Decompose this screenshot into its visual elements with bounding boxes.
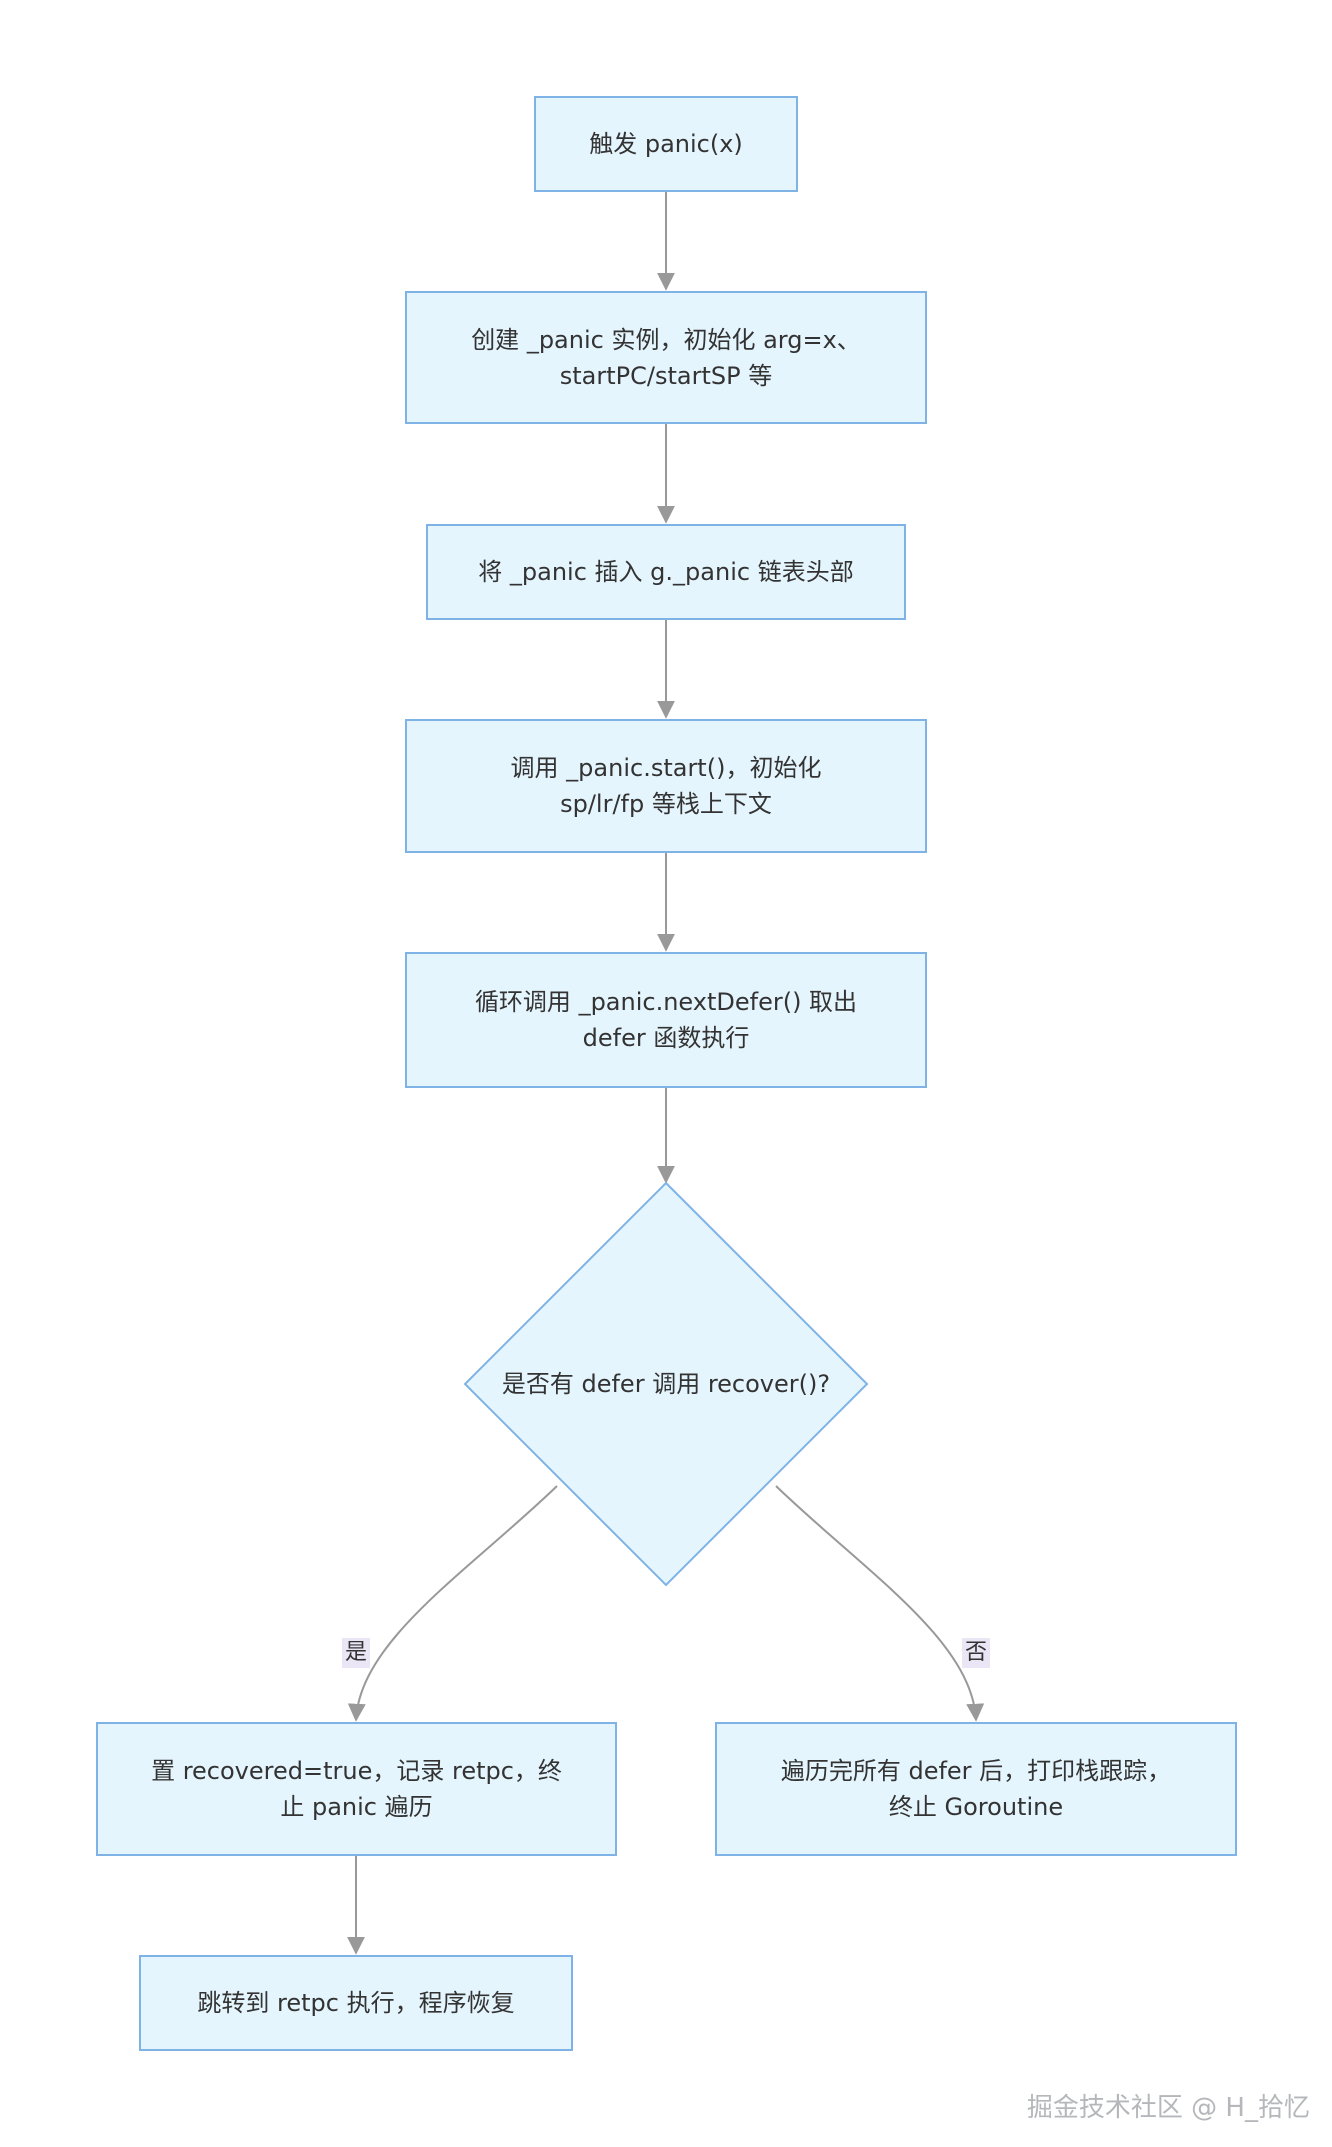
node-set-recovered-label: 置 recovered=true，记录 retpc，终 止 panic 遍历	[151, 1757, 562, 1821]
node-recover-decision-label: 是否有 defer 调用 recover()?	[501, 1370, 831, 1398]
node-trigger-panic-label: 触发 panic(x)	[589, 130, 743, 158]
edge-decision-crash	[775, 1485, 985, 1722]
edge-label-yes: 是	[341, 1638, 371, 1668]
node-jump-retpc-label: 跳转到 retpc 执行，程序恢复	[197, 1989, 515, 2017]
decision-diamond-shape	[463, 1181, 869, 1587]
node-loop-next-defer: 循环调用 _panic.nextDefer() 取出 defer 函数执行	[405, 952, 927, 1088]
edges	[347, 192, 985, 1955]
node-set-recovered: 置 recovered=true，记录 retpc，终 止 panic 遍历	[96, 1722, 617, 1856]
node-insert-panic-list: 将 _panic 插入 g._panic 链表头部	[426, 524, 906, 620]
edge-decision-recovered	[347, 1485, 558, 1722]
node-create-panic-instance: 创建 _panic 实例，初始化 arg=x、 startPC/startSP …	[405, 291, 927, 424]
node-recover-decision: 是否有 defer 调用 recover()?	[485, 1354, 847, 1414]
node-print-stack-terminate-label: 遍历完所有 defer 后，打印栈跟踪， 终止 Goroutine	[780, 1757, 1172, 1821]
node-create-panic-instance-label: 创建 _panic 实例，初始化 arg=x、 startPC/startSP …	[471, 325, 861, 390]
node-call-panic-start: 调用 _panic.start()，初始化 sp/lr/fp 等栈上下文	[405, 719, 927, 853]
watermark: 掘金技术社区 @ H_拾忆	[1026, 2093, 1310, 2123]
node-loop-next-defer-label: 循环调用 _panic.nextDefer() 取出 defer 函数执行	[474, 988, 858, 1052]
node-jump-retpc: 跳转到 retpc 执行，程序恢复	[139, 1955, 573, 2051]
node-trigger-panic: 触发 panic(x)	[534, 96, 798, 192]
node-insert-panic-list-label: 将 _panic 插入 g._panic 链表头部	[478, 558, 854, 586]
node-print-stack-terminate: 遍历完所有 defer 后，打印栈跟踪， 终止 Goroutine	[715, 1722, 1237, 1856]
edge-label-no: 否	[961, 1638, 991, 1668]
node-call-panic-start-label: 调用 _panic.start()，初始化 sp/lr/fp 等栈上下文	[510, 754, 822, 818]
